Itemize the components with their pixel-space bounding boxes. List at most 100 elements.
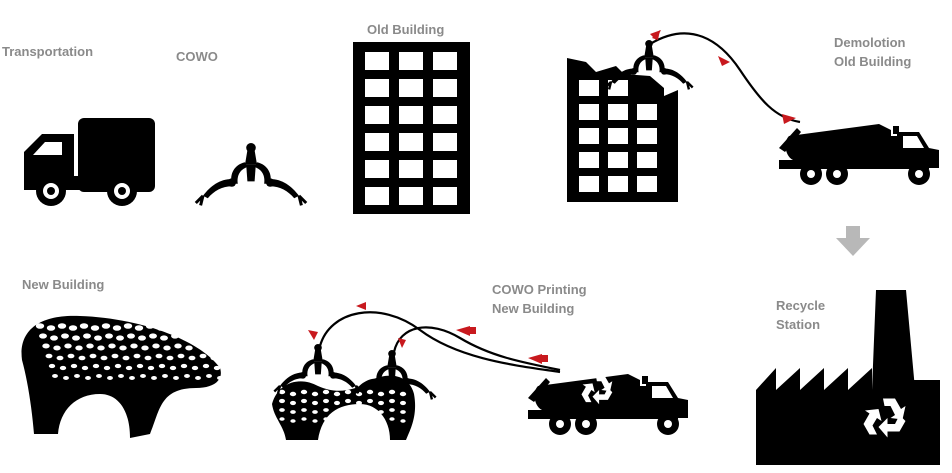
shell-perforation <box>118 374 124 378</box>
shell-perforation <box>75 345 83 351</box>
shell-perforation <box>89 353 97 359</box>
shell-perforation <box>74 374 80 378</box>
shell-perforation <box>114 363 122 369</box>
shell-perforation <box>377 400 385 406</box>
shell-perforation <box>207 345 215 351</box>
shell-perforation <box>290 419 296 423</box>
shell-perforation <box>130 343 138 349</box>
building-window <box>365 160 389 178</box>
shell-perforation <box>177 353 185 359</box>
shell-perforation <box>171 333 179 339</box>
shell-perforation <box>155 353 163 359</box>
shell-perforation <box>156 325 166 331</box>
shell-perforation <box>301 417 307 421</box>
shell-perforation <box>400 419 406 423</box>
building-window <box>608 128 628 144</box>
shell-perforation <box>112 325 122 331</box>
label-cowo-printing: COWO Printing New Building <box>492 280 587 318</box>
shell-perforation <box>204 335 212 341</box>
building-window <box>433 187 457 205</box>
down-arrow-icon <box>836 226 870 256</box>
label-old-building: Old Building <box>367 22 445 37</box>
building-window <box>608 176 628 192</box>
concrete-mixer-truck-icon <box>779 124 939 185</box>
building-window <box>399 79 423 97</box>
shell-perforation <box>378 410 384 414</box>
printing-shell-structure-icon <box>272 342 437 440</box>
shell-perforation <box>144 355 152 361</box>
label-demolition: Demolotion Old Building <box>834 33 911 71</box>
shell-perforation <box>57 323 67 329</box>
shell-perforation <box>46 325 56 331</box>
shell-perforation <box>278 398 286 404</box>
building-window <box>579 152 599 168</box>
shell-perforation <box>322 389 330 395</box>
shell-perforation <box>388 398 396 404</box>
shell-perforation <box>92 363 100 369</box>
shell-perforation <box>377 391 385 397</box>
shell-perforation <box>367 408 373 412</box>
shell-perforation <box>108 343 116 349</box>
shell-perforation <box>147 365 155 371</box>
shell-perforation <box>300 389 308 395</box>
shell-perforation <box>78 355 86 361</box>
shell-perforation <box>196 343 204 349</box>
shell-perforation <box>42 343 50 349</box>
building-window <box>579 104 599 120</box>
shell-perforation <box>158 363 166 369</box>
shell-perforation <box>166 355 174 361</box>
shell-perforation <box>125 365 133 371</box>
shell-perforation <box>35 323 45 329</box>
label-recycle-line2: Station <box>776 317 821 332</box>
shell-perforation <box>90 325 100 331</box>
shell-perforation <box>123 323 133 329</box>
shell-perforation <box>94 335 102 341</box>
shell-perforation <box>301 408 307 412</box>
shell-perforation <box>72 335 80 341</box>
shell-perforation <box>133 353 141 359</box>
building-window <box>608 152 628 168</box>
shell-perforation <box>191 365 199 371</box>
office-building-icon <box>353 42 470 214</box>
label-new-building: New Building <box>22 277 105 292</box>
shell-perforation <box>366 398 374 404</box>
shell-perforation <box>134 325 144 331</box>
building-window <box>608 104 628 120</box>
shell-perforation <box>399 400 407 406</box>
building-window <box>365 106 389 124</box>
building-window <box>579 80 599 96</box>
hose-printing-b <box>392 326 561 372</box>
shell-perforation <box>140 374 146 378</box>
shell-perforation <box>152 343 160 349</box>
label-recycle-station: Recycle Station <box>776 296 825 334</box>
shell-perforation <box>129 376 135 380</box>
shell-perforation <box>400 410 406 414</box>
shell-perforation <box>96 374 102 378</box>
shell-perforation <box>312 410 318 414</box>
building-window <box>365 187 389 205</box>
shell-perforation <box>356 410 362 414</box>
shell-perforation <box>200 325 210 331</box>
shell-perforation <box>278 389 286 395</box>
building-window <box>399 160 423 178</box>
damaged-building-icon <box>567 38 694 202</box>
shell-perforation <box>345 408 351 412</box>
building-window <box>433 133 457 151</box>
shell-perforation <box>189 323 199 329</box>
label-cowo-printing-line2: New Building <box>492 301 575 316</box>
shell-perforation <box>169 365 177 371</box>
shell-perforation <box>136 363 144 369</box>
shell-perforation <box>105 333 113 339</box>
shell-perforation <box>279 417 285 421</box>
shell-perforation <box>162 374 168 378</box>
shell-perforation <box>163 345 171 351</box>
building-window <box>433 79 457 97</box>
shell-perforation <box>323 408 329 412</box>
shell-perforation <box>160 335 168 341</box>
shell-perforation <box>355 400 363 406</box>
shell-perforation <box>334 419 340 423</box>
shell-perforation <box>289 391 297 397</box>
shell-perforation <box>206 374 212 378</box>
shell-perforation <box>85 376 91 380</box>
